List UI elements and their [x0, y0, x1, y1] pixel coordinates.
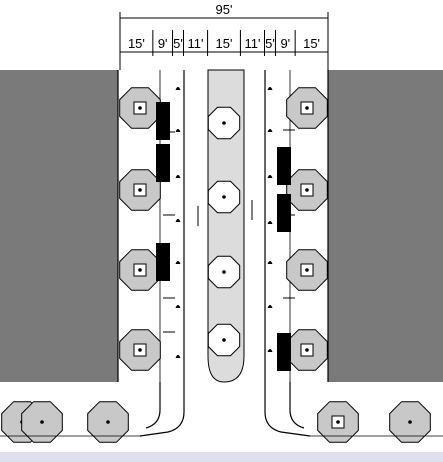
bench-icon: [175, 129, 181, 133]
segment-label: 15': [128, 36, 145, 51]
trees: [1, 87, 431, 443]
bench-icon: [267, 129, 273, 133]
dimension-annotations: 95' 15' 9' 5' 11' 15' 11' 5' 9' 15': [119, 2, 329, 70]
cross-street-tree-icon: [87, 401, 129, 443]
median-tree-icon: [207, 323, 241, 357]
street-furniture: [163, 87, 295, 359]
bench-icon: [175, 355, 181, 359]
median-tree-icon: [207, 180, 241, 214]
parked-car-icon: [156, 102, 170, 140]
bench-icon: [175, 219, 181, 223]
tree-icon: [119, 87, 161, 129]
cross-street-tree-icon: [21, 401, 63, 443]
building-right: [328, 70, 443, 382]
parked-car-icon: [156, 144, 170, 182]
tree-icon: [119, 169, 161, 211]
bench-icon: [267, 221, 273, 225]
segment-label: 15': [303, 36, 320, 51]
tree-icon: [286, 329, 328, 371]
cross-street-tree-icon: [317, 401, 359, 443]
parked-car-icon: [156, 243, 170, 281]
tree-icon: [286, 87, 328, 129]
segment-label: 11': [188, 36, 204, 51]
tree-icon: [286, 169, 328, 211]
bench-icon: [267, 349, 273, 353]
building-left: [0, 70, 118, 382]
footer-band: [0, 452, 443, 462]
bench-icon: [175, 175, 181, 179]
tree-icon: [119, 249, 161, 291]
segment-label: 9': [280, 36, 290, 51]
cross-street-tree-icon: [389, 401, 431, 443]
bench-icon: [175, 87, 181, 91]
bench-icon: [267, 175, 273, 179]
tree-icon: [119, 329, 161, 371]
segment-label: 5': [173, 36, 183, 51]
bench-icon: [175, 261, 181, 265]
parked-cars: [156, 102, 291, 371]
median-tree-icon: [207, 255, 241, 289]
parked-car-icon: [277, 194, 291, 232]
buildings: [0, 70, 443, 382]
total-width-label: 95': [216, 2, 233, 17]
segment-label: 9': [158, 36, 168, 51]
tree-icon: [286, 249, 328, 291]
bench-icon: [175, 305, 181, 309]
parked-car-icon: [277, 333, 291, 371]
segment-label: 5': [265, 36, 275, 51]
median-tree-icon: [207, 106, 241, 140]
bench-icon: [267, 87, 273, 91]
parked-car-icon: [277, 147, 291, 185]
median: [207, 69, 245, 383]
bench-icon: [267, 305, 273, 309]
segment-label: 15': [216, 36, 233, 51]
cross-street: [0, 382, 443, 437]
segment-label: 11': [244, 36, 260, 51]
bench-icon: [267, 261, 273, 265]
